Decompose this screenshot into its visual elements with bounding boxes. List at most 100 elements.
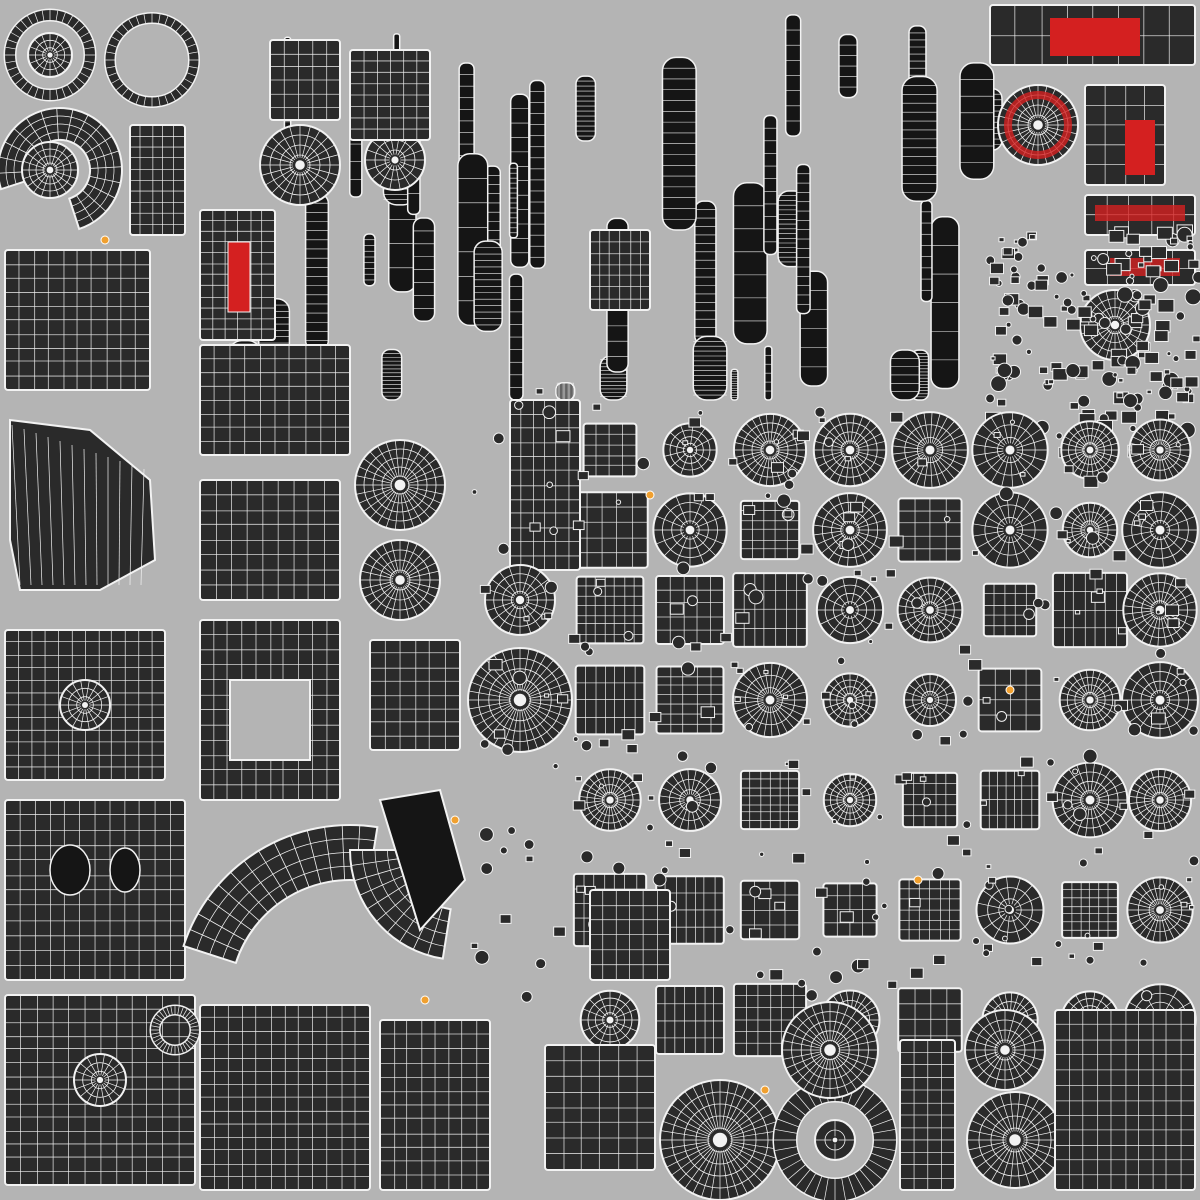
- uv-circular-island: [354, 439, 446, 531]
- uv-grid-island: [199, 1004, 371, 1191]
- uv-circular-island: [815, 575, 885, 645]
- uv-ring-island: [149, 1004, 201, 1056]
- uv-bracket-shell-island: [4, 249, 151, 391]
- uv-orange-marker: [1005, 685, 1015, 695]
- uv-circular-island: [1127, 767, 1193, 833]
- uv-circular-island: [658, 768, 722, 832]
- uv-circular-island: [484, 564, 556, 636]
- uv-circular-island: [971, 411, 1049, 489]
- uv-circular-island: [822, 772, 878, 828]
- uv-circular-island: [1060, 420, 1120, 480]
- uv-strip-island: [732, 182, 768, 345]
- uv-grid-island: [898, 878, 962, 942]
- uv-grid-island: [732, 572, 808, 648]
- uv-curved-tube-island: [182, 824, 379, 965]
- uv-wedge-island: [378, 788, 467, 932]
- uv-grid-island: [199, 479, 341, 601]
- uv-grid-island: [897, 497, 963, 563]
- uv-circular-island: [364, 129, 426, 191]
- uv-grid-island: [369, 639, 461, 751]
- uv-ring-island: [104, 12, 200, 108]
- uv-wire-edge: [71, 444, 76, 586]
- uv-large-disc-island: [659, 1079, 781, 1200]
- uv-curved-housing-island: [0, 107, 123, 231]
- uv-grid-island: [822, 882, 878, 938]
- uv-grid-island: [897, 987, 963, 1053]
- uv-circular-island: [1058, 668, 1122, 732]
- uv-grid-island: [655, 665, 725, 735]
- uv-circular-island: [1126, 876, 1194, 944]
- uv-curved-tube-island: [348, 849, 452, 960]
- uv-grid-island: [979, 769, 1041, 831]
- uv-orange-marker: [420, 995, 430, 1005]
- uv-wire-edge: [59, 440, 65, 586]
- uv-red-decal-island: [227, 241, 251, 313]
- uv-strip-island: [528, 79, 546, 270]
- uv-orange-marker: [100, 235, 110, 245]
- uv-wire-edge: [118, 460, 121, 586]
- uv-strip-island: [381, 348, 403, 401]
- uv-circular-island: [731, 661, 809, 739]
- uv-circular-island: [896, 576, 964, 644]
- uv-wire-edge: [95, 452, 98, 586]
- uv-circular-island: [59, 679, 111, 731]
- uv-grid-island: [129, 124, 186, 236]
- uv-orange-marker: [913, 875, 923, 885]
- uv-strip-island: [730, 368, 739, 401]
- uv-circular-island: [964, 1009, 1046, 1091]
- uv-strip-island: [889, 349, 921, 401]
- uv-strip-island: [412, 217, 436, 323]
- uv-grid-island: [379, 1019, 491, 1191]
- uv-wire-edge: [11, 424, 21, 586]
- uv-wire-edge: [47, 436, 54, 586]
- uv-strip-island: [363, 233, 376, 287]
- uv-circular-island: [21, 141, 79, 199]
- uv-circular-island: [259, 124, 341, 206]
- uv-circular-island: [579, 989, 641, 1051]
- uv-grid-island: [655, 985, 725, 1055]
- uv-grid-island: [1054, 1009, 1196, 1191]
- uv-grid-island: [509, 399, 581, 571]
- uv-strip-island: [901, 75, 938, 203]
- uv-grid-island: [739, 769, 801, 831]
- uv-small-parts-cluster: [470, 388, 1200, 1003]
- uv-circular-island: [652, 492, 728, 568]
- uv-grid-island: [589, 229, 651, 311]
- uv-wire-edge: [129, 464, 133, 586]
- uv-circular-island: [781, 1001, 879, 1099]
- uv-grid-island: [1061, 881, 1119, 939]
- uv-orange-marker: [450, 815, 460, 825]
- uv-circular-island: [27, 32, 73, 78]
- uv-strip-island: [692, 335, 728, 401]
- uv-red-label-fill: [1095, 205, 1185, 221]
- uv-panel-window: [229, 679, 311, 761]
- uv-strip-island: [473, 240, 503, 333]
- uv-strip-island: [555, 381, 576, 401]
- uv-circular-island: [73, 1053, 127, 1107]
- uv-red-dial-ring: [1004, 91, 1072, 159]
- uv-circular-island: [1121, 661, 1199, 739]
- uv-red-label-fill: [1050, 18, 1140, 56]
- uv-circular-island: [966, 1091, 1064, 1189]
- uv-circular-island: [1122, 572, 1198, 648]
- uv-grid-island: [574, 664, 646, 736]
- uv-circular-island: [891, 411, 969, 489]
- uv-circular-island: [902, 672, 958, 728]
- uv-grid-island: [269, 39, 341, 121]
- uv-circular-island: [812, 412, 888, 488]
- uv-strip-island: [795, 163, 811, 315]
- uv-gear-ring-island: [3, 8, 97, 102]
- uv-strip-island: [763, 345, 773, 401]
- uv-wire-edge: [83, 448, 87, 586]
- uv-strip-island: [920, 199, 933, 303]
- uv-circular-island: [359, 539, 441, 621]
- uv-grid-island: [977, 667, 1043, 733]
- uv-red-label-fill: [1125, 120, 1155, 175]
- uv-grid-island: [575, 575, 645, 645]
- uv-strip-island: [508, 273, 524, 401]
- uv-cutout-hole: [109, 847, 141, 893]
- uv-body-panel-island: [4, 799, 186, 981]
- uv-strip-island: [575, 75, 597, 142]
